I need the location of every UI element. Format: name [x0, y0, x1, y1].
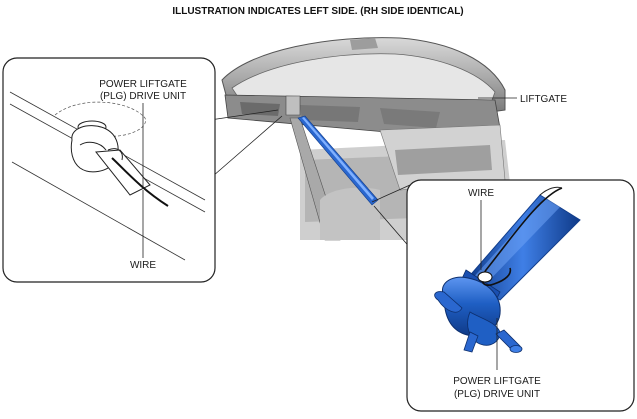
wire-left: [111, 157, 169, 207]
plg-drive-unit-left: [70, 120, 151, 196]
right-detail-frame: [406, 179, 635, 412]
right-detail-callout: WIRE POWER LIFTGATE (PLG) DRIVE UNIT: [371, 179, 635, 412]
label-liftgate: LIFTGATE: [520, 94, 567, 105]
wire-clip-right: [477, 271, 493, 283]
left-detail-callout: POWER LIFTGATE (PLG) DRIVE UNIT WIRE: [2, 57, 283, 283]
label-plg-right-1: POWER LIFTGATE: [453, 376, 541, 387]
vehicle-liftgate-illustration: LIFTGATE: [221, 37, 567, 241]
diagram-title: ILLUSTRATION INDICATES LEFT SIDE. (RH SI…: [172, 6, 463, 17]
label-wire-left: WIRE: [130, 260, 156, 271]
label-plg-right-2: (PLG) DRIVE UNIT: [454, 389, 540, 400]
label-plg-left-1: POWER LIFTGATE: [99, 79, 187, 90]
plg-drive-unit-right: [434, 186, 581, 353]
label-plg-left-2: (PLG) DRIVE UNIT: [100, 91, 186, 102]
label-wire-right: WIRE: [468, 188, 494, 199]
